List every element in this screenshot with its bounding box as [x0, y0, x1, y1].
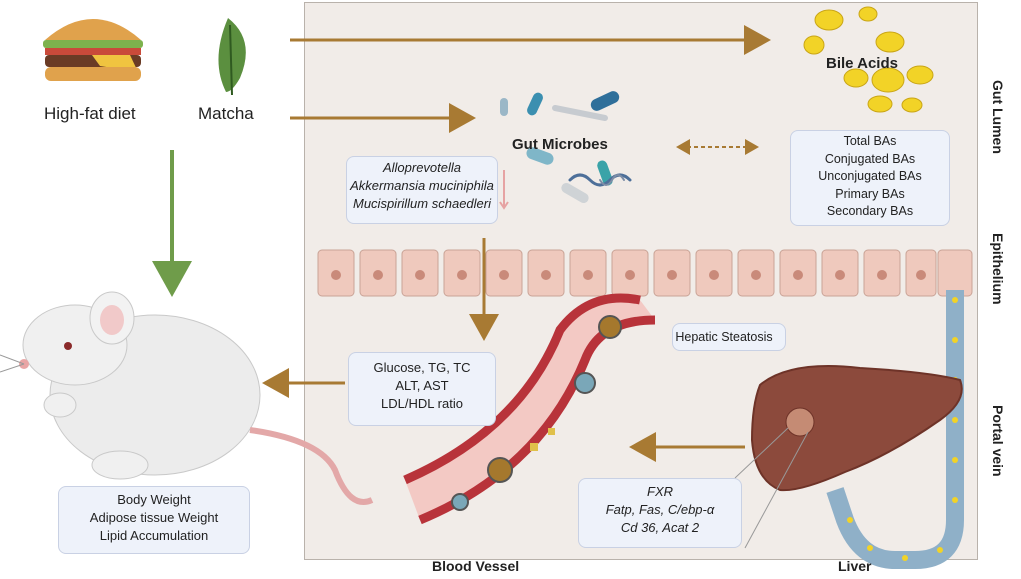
- primary-bas: Primary BAs: [835, 186, 905, 201]
- liver-genes-box: FXR Fatp, Fas, C/ebp-α Cd 36, Acat 2: [578, 478, 742, 548]
- epithelium-label: Epithelium: [990, 233, 1006, 305]
- total-bas: Total BAs: [843, 134, 897, 148]
- hepatic-steatosis-text: Hepatic Steatosis: [675, 330, 773, 344]
- microbe-alloprevotella: Alloprevotella: [382, 160, 462, 175]
- bile-acid-droplets: [803, 6, 934, 113]
- alt-ast: ALT, AST: [395, 378, 449, 393]
- microbe-mucispirillum: Mucispirillum schaedleri: [353, 196, 491, 211]
- mouse-illustration: [0, 291, 374, 505]
- conjugated-bas: Conjugated BAs: [824, 151, 916, 166]
- lipid-accumulation: Lipid Accumulation: [99, 528, 209, 543]
- ldl-hdl-ratio: LDL/HDL ratio: [381, 396, 463, 411]
- unconjugated-bas: Unconjugated BAs: [818, 169, 922, 183]
- bile-acids-box: Total BAs Conjugated BAs Unconjugated BA…: [790, 130, 950, 226]
- gut-microbes-label: Gut Microbes: [512, 136, 608, 153]
- secondary-bas: Secondary BAs: [826, 204, 914, 218]
- burger-icon: [43, 19, 143, 81]
- blood-markers-box: Glucose, TG, TC ALT, AST LDL/HDL ratio: [348, 352, 496, 426]
- body-weight: Body Weight: [117, 492, 191, 507]
- blood-vessel: [403, 293, 656, 525]
- gene-fxr: FXR: [647, 484, 673, 499]
- bile-acids-label: Bile Acids: [826, 55, 898, 72]
- adipose-tissue-weight: Adipose tissue Weight: [89, 510, 219, 525]
- liver-illustration: [734, 365, 963, 549]
- liver-label: Liver: [838, 558, 872, 574]
- microbe-akkermansia: Akkermansia muciniphila: [350, 178, 494, 193]
- epithelium-row: [317, 249, 973, 297]
- gut-lumen-label: Gut Lumen: [990, 80, 1006, 154]
- glucose-tg-tc: Glucose, TG, TC: [373, 360, 471, 375]
- high-fat-diet-label: High-fat diet: [44, 104, 136, 123]
- portal-vein-label: Portal vein: [990, 405, 1006, 477]
- leaf-icon: [218, 18, 246, 96]
- gene-fatp-fas-cebp: Fatp, Fas, C/ebp-α: [605, 502, 715, 517]
- hepatic-steatosis-box: Hepatic Steatosis: [672, 323, 786, 351]
- microbes-box: Alloprevotella Akkermansia muciniphila M…: [346, 156, 498, 224]
- gene-cd36-acat2: Cd 36, Acat 2: [620, 520, 700, 535]
- blood-vessel-label: Blood Vessel: [432, 558, 520, 574]
- microbe-cluster: [500, 91, 632, 203]
- matcha-label: Matcha: [198, 104, 254, 123]
- body-outcomes-box: Body Weight Adipose tissue Weight Lipid …: [58, 486, 250, 554]
